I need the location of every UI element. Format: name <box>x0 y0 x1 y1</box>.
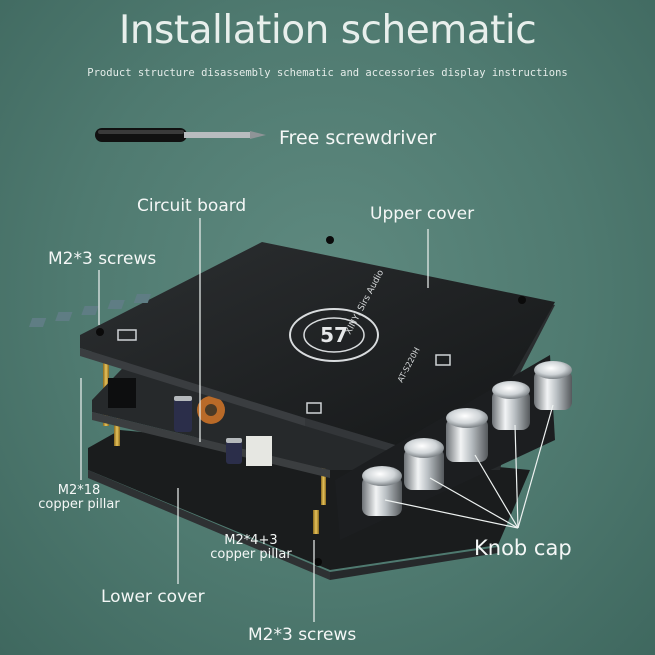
m2x4-3-label-line1: M2*4+3 <box>224 533 278 548</box>
m2x18-label-line1: M2*18 <box>57 483 101 498</box>
page-title: Installation schematic <box>118 8 537 53</box>
copper-pillar <box>114 418 120 446</box>
leader-lines <box>80 218 554 622</box>
upper-cover-label: Upper cover <box>370 204 475 224</box>
m2x4-3-label-line2: copper pillar <box>210 547 292 562</box>
page-subtitle: Product structure disassembly schematic … <box>87 67 568 79</box>
screwdriver <box>95 128 266 142</box>
m2x3-screws-bottom-label: M2*3 screws <box>248 625 357 645</box>
m2x3-screws-top-label: M2*3 screws <box>48 249 157 269</box>
lower-cover-label: Lower cover <box>101 587 205 607</box>
m2x18-pillar-label: M2*18 copper pillar <box>24 484 134 512</box>
knob-group <box>362 361 572 516</box>
svg-text:57: 57 <box>320 323 348 347</box>
free-screwdriver-label: Free screwdriver <box>279 127 437 149</box>
circuit-board-label: Circuit board <box>137 196 247 216</box>
m2x18-label-line2: copper pillar <box>38 497 120 512</box>
copper-pillar <box>313 510 319 534</box>
upper-cover: 57 <box>28 236 555 566</box>
knob-cap-label: Knob cap <box>474 536 572 560</box>
m2x4-3-pillar-label: M2*4+3 copper pillar <box>196 534 306 562</box>
